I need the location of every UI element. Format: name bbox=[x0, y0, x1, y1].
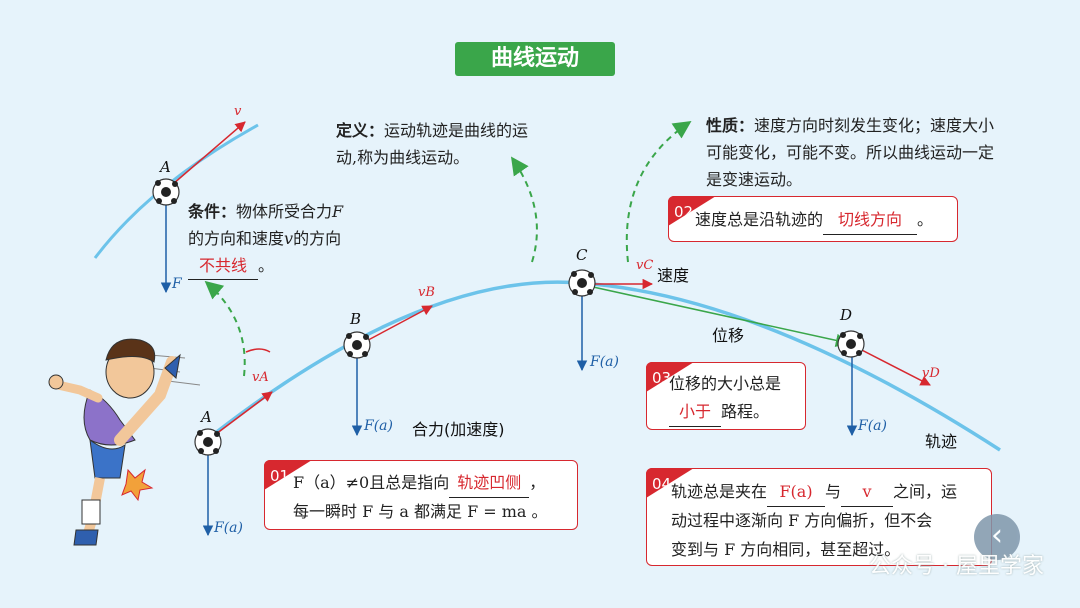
vector-label-vC: vC bbox=[636, 258, 654, 273]
ball-A-top bbox=[152, 178, 180, 206]
force-label-B: F(a) bbox=[364, 418, 393, 434]
box04-blank-2: v bbox=[841, 477, 894, 507]
back-button[interactable]: ‹ bbox=[974, 514, 1020, 560]
force-label-A: F(a) bbox=[214, 520, 243, 536]
definition-head: 定义： bbox=[336, 121, 385, 140]
force-label-C: F(a) bbox=[590, 354, 619, 370]
vector-label-vA: vA bbox=[252, 370, 269, 385]
pointer-arrow-definition bbox=[510, 156, 538, 263]
property-text: 性质：速度方向时刻发生变化；速度大小可能变化，可能不变。所以曲线运动一定是变速运… bbox=[706, 112, 1001, 193]
point-B: B bbox=[350, 310, 362, 328]
condition-head: 条件： bbox=[188, 202, 237, 221]
ball-A-low bbox=[194, 428, 222, 456]
velocity-arrow-B bbox=[356, 305, 433, 347]
force-label-D: F(a) bbox=[858, 418, 887, 434]
note-box-01: 01 F（a）≠0且总是指向轨迹凹侧， 每一瞬时 F 与 a 都满足 F = m… bbox=[264, 460, 578, 530]
page-title: 曲线运动 bbox=[455, 42, 615, 76]
box03-blank: 小于 bbox=[669, 397, 721, 427]
point-D: D bbox=[840, 306, 853, 324]
property-head: 性质： bbox=[706, 116, 755, 135]
force-label-top: F bbox=[172, 276, 182, 292]
angle-arc bbox=[245, 348, 271, 353]
ball-B bbox=[343, 331, 371, 359]
label-displacement: 位移 bbox=[712, 326, 745, 345]
point-A-low: A bbox=[201, 408, 212, 426]
vector-label-vD: vD bbox=[922, 366, 940, 381]
definition-text: 定义：运动轨迹是曲线的运动,称为曲线运动。 bbox=[336, 117, 546, 171]
definition-body: 运动轨迹是曲线的运动,称为曲线运动。 bbox=[336, 121, 529, 167]
label-force: 合力(加速度) bbox=[412, 420, 505, 439]
velocity-arrow-top bbox=[165, 121, 246, 191]
ball-D bbox=[837, 330, 865, 358]
condition-blank: 不共线 bbox=[188, 252, 258, 280]
box04-blank-1: F(a) bbox=[767, 477, 826, 507]
note-box-02: 02 速度总是沿轨迹的切线方向。 bbox=[668, 196, 958, 242]
label-trajectory: 轨迹 bbox=[925, 432, 958, 451]
point-C: C bbox=[576, 246, 588, 264]
vector-label-vB: vB bbox=[418, 285, 435, 300]
box02-blank: 切线方向 bbox=[823, 205, 918, 235]
note-box-03: 03 位移的大小总是 小于路程。 bbox=[646, 362, 806, 430]
pointer-arrow-condition bbox=[204, 280, 246, 377]
condition-text: 条件：物体所受合力F的方向和速度v的方向不共线。 bbox=[188, 198, 358, 280]
vector-label-v: v bbox=[234, 104, 242, 119]
property-body: 速度方向时刻发生变化；速度大小可能变化，可能不变。所以曲线运动一定是变速运动。 bbox=[706, 116, 995, 189]
point-A-top: A bbox=[160, 158, 171, 176]
watermark: 公众号 · 屋里学家 bbox=[869, 554, 1044, 579]
box01-blank: 轨迹凹侧 bbox=[449, 468, 530, 498]
kicking-boy-illustration bbox=[48, 338, 201, 546]
label-speed: 速度 bbox=[657, 266, 690, 285]
velocity-arrow-D bbox=[851, 344, 931, 386]
displacement-arrow bbox=[583, 284, 850, 347]
pointer-arrow-property bbox=[625, 121, 692, 263]
ball-C bbox=[568, 269, 596, 297]
